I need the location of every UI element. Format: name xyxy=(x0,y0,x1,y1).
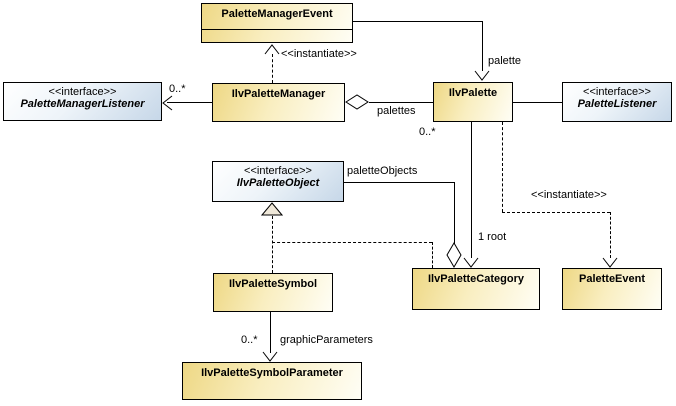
edge-label-graphicparams: graphicParameters xyxy=(280,334,373,346)
interface-ilv-palette-object[interactable]: <<interface>> IlvPaletteObject xyxy=(212,161,344,202)
open-arrowhead-up-icon xyxy=(264,44,280,55)
class-ilv-palette-symbol[interactable]: IlvPaletteSymbol xyxy=(213,273,333,312)
interface-palette-manager-listener[interactable]: <<interface>> PaletteManagerListener xyxy=(3,82,162,121)
edge-label-root: 1 root xyxy=(478,231,507,243)
class-ilv-palette-category[interactable]: IlvPaletteCategory xyxy=(412,268,540,310)
edge-root-line xyxy=(471,122,472,258)
class-name: IlvPaletteSymbol xyxy=(228,278,318,290)
class-name: IlvPaletteSymbolParameter xyxy=(201,367,343,379)
open-arrowhead-left-icon xyxy=(162,95,173,111)
class-palette-manager-event[interactable]: PaletteManagerEvent xyxy=(201,3,353,43)
open-arrowhead-down-icon xyxy=(463,257,479,268)
edge-manager-listener-line xyxy=(167,102,212,103)
edge-instantiate-paletteevent-v2 xyxy=(610,212,611,258)
aggregation-diamond-icon xyxy=(446,242,462,268)
realization-triangle-icon xyxy=(261,202,283,216)
interface-name: PaletteListener xyxy=(577,98,657,110)
edge-category-realization-v xyxy=(432,242,433,268)
edge-palette-v xyxy=(482,21,483,71)
edge-instantiate-paletteevent-h xyxy=(502,212,610,213)
edge-palette-paletlistener-line xyxy=(513,102,562,103)
edge-category-realization-h xyxy=(272,242,432,243)
edge-label-palettes-mult: 0..* xyxy=(419,126,436,138)
open-arrowhead-down-icon xyxy=(262,351,278,362)
open-arrowhead-down-icon xyxy=(474,70,490,81)
class-name: PaletteManagerEvent xyxy=(221,8,333,20)
edge-label-listener-mult: 0..* xyxy=(169,83,186,95)
class-ilv-palette-manager[interactable]: IlvPaletteManager xyxy=(212,83,345,122)
edge-label-palettes: palettes xyxy=(377,105,416,117)
interface-name: IlvPaletteObject xyxy=(236,177,320,189)
class-name: IlvPaletteManager xyxy=(231,88,326,100)
edge-label-palette: palette xyxy=(488,55,522,67)
interface-palette-listener[interactable]: <<interface>> PaletteListener xyxy=(562,82,672,122)
edge-palettes-line xyxy=(369,102,433,103)
edge-label-instantiate-right: <<instantiate>> xyxy=(531,189,607,201)
stereotype-label: <<interface>> xyxy=(244,165,312,177)
stereotype-label: <<interface>> xyxy=(48,86,117,98)
class-name: PaletteEvent xyxy=(578,273,646,285)
open-arrowhead-down-icon xyxy=(602,257,618,268)
edge-graphicparams-line xyxy=(270,312,271,353)
interface-name: PaletteManagerListener xyxy=(20,98,145,110)
edge-label-graphicparams-mult: 0..* xyxy=(241,334,258,346)
stereotype-label: <<interface>> xyxy=(583,86,651,98)
edge-paletteobjects-v xyxy=(454,182,455,244)
aggregation-diamond-icon xyxy=(345,94,369,110)
class-name: IlvPaletteCategory xyxy=(428,273,524,285)
edge-label-paletteobjects: paletteObjects xyxy=(347,165,418,177)
edge-paletteobjects-h xyxy=(344,182,454,183)
edge-instantiate-event-line xyxy=(272,54,273,83)
edge-label-instantiate-top: <<instantiate>> xyxy=(281,48,357,60)
compartment-divider xyxy=(202,29,352,30)
class-name: IlvPalette xyxy=(448,87,498,99)
class-ilv-palette-symbol-parameter[interactable]: IlvPaletteSymbolParameter xyxy=(182,362,362,400)
class-ilv-palette[interactable]: IlvPalette xyxy=(433,82,513,122)
edge-instantiate-paletteevent-v1 xyxy=(502,122,503,212)
edge-palette-h xyxy=(353,21,482,22)
edge-symbol-realization-line xyxy=(272,216,273,273)
class-palette-event[interactable]: PaletteEvent xyxy=(562,268,662,310)
